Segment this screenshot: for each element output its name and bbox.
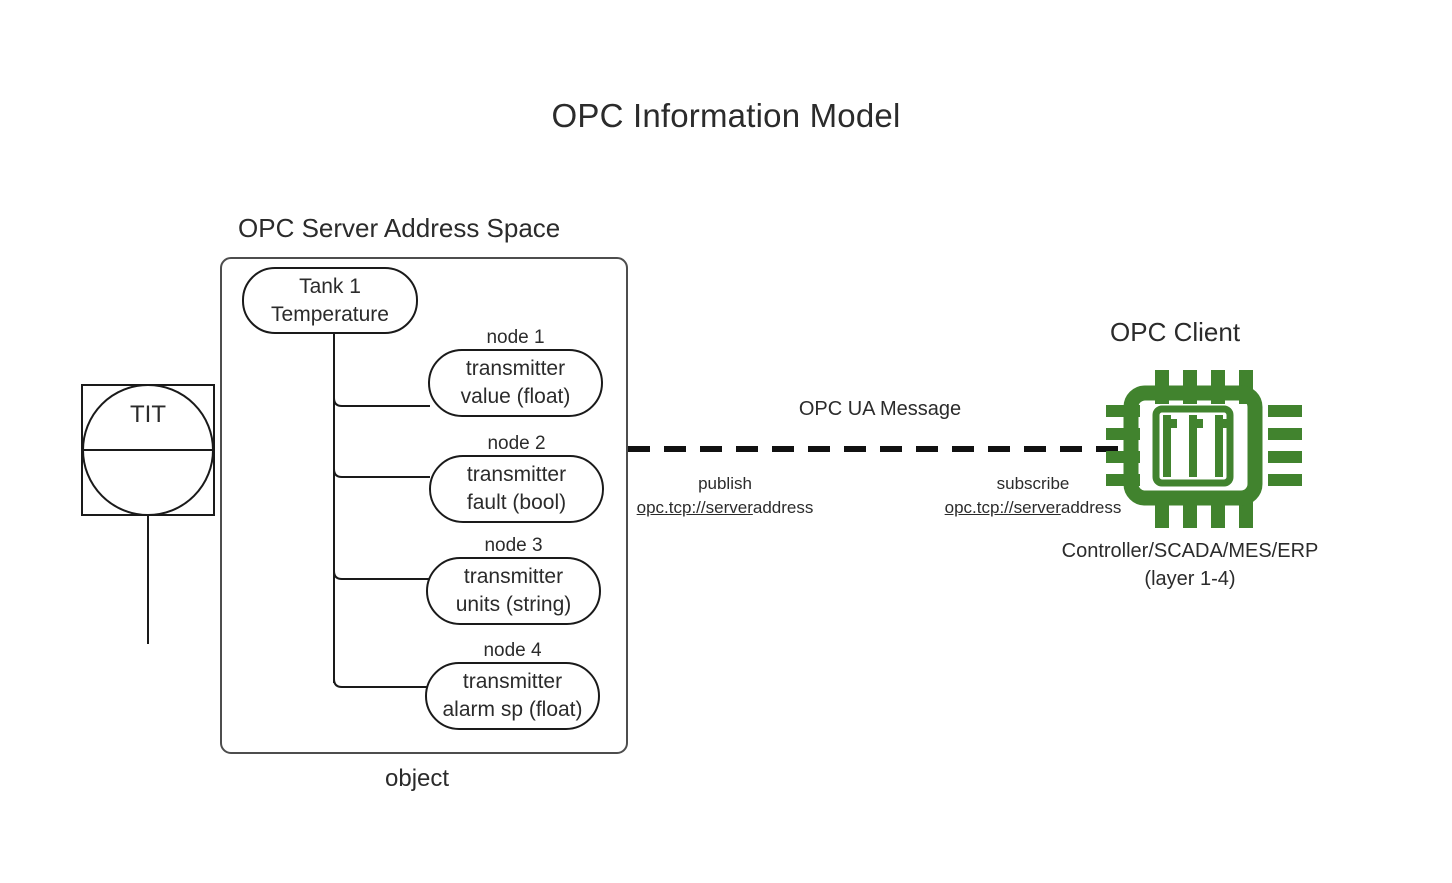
root-object-capsule[interactable]	[242, 267, 418, 334]
node-4-line1: transmitter	[462, 670, 563, 693]
subscribe-endpoint: subscribe opc.tcp://serveraddress	[913, 472, 1153, 520]
root-object-line2: Temperature	[271, 302, 389, 326]
page-title: OPC Information Model	[551, 97, 901, 134]
node-2-line1: transmitter	[466, 463, 567, 486]
publish-address-link[interactable]: opc.tcp://server	[636, 498, 753, 517]
node-3-line2: units (string)	[455, 593, 572, 616]
subscribe-address: opc.tcp://serveraddress	[913, 496, 1153, 520]
tit-transmitter-symbol	[81, 384, 215, 644]
node-capsule-2[interactable]	[429, 455, 604, 523]
node-tag-1: node 1	[486, 327, 545, 348]
node-tag-3: node 3	[484, 535, 543, 556]
opc-client-caption: OPC Client	[1110, 317, 1241, 347]
object-caption: object	[385, 765, 450, 792]
node-tag-4: node 4	[483, 640, 542, 661]
tree-branch-node-1	[333, 397, 430, 407]
publish-verb-label: publish	[698, 474, 752, 493]
root-object-line1: Tank 1	[299, 274, 361, 298]
publish-address-rest: address	[752, 498, 814, 517]
publish-address: opc.tcp://serveraddress	[605, 496, 845, 520]
node-label-3: transmitter units (string)	[427, 558, 600, 624]
opc-client-subtitle: Controller/SCADA/MES/ERP (layer 1-4)	[1010, 537, 1370, 593]
subscribe-verb-label: subscribe	[996, 474, 1070, 493]
node-1-line2: value (float)	[460, 385, 571, 408]
tree-branch-node-2	[333, 468, 430, 478]
node-label-1: transmitter value (float)	[429, 350, 602, 416]
node-capsule-4[interactable]	[425, 662, 600, 730]
node-4-line2: alarm sp (float)	[442, 698, 583, 721]
node-tag-2: node 2	[487, 433, 546, 454]
subscribe-address-link[interactable]: opc.tcp://server	[944, 498, 1061, 517]
node-3-line1: transmitter	[463, 565, 564, 588]
node-tree-connectors	[333, 333, 430, 688]
node-label-2: transmitter fault (bool)	[430, 456, 603, 522]
root-object-label: Tank 1 Temperature	[243, 268, 417, 333]
node-capsule-1[interactable]	[428, 349, 603, 417]
client-sub-line2: (layer 1-4)	[1144, 568, 1236, 590]
client-sub-line1: Controller/SCADA/MES/ERP	[1061, 540, 1319, 562]
node-capsule-3[interactable]	[426, 557, 601, 625]
tree-branch-node-4	[333, 678, 430, 688]
tree-branch-node-3	[333, 570, 430, 580]
server-address-space-caption: OPC Server Address Space	[238, 213, 561, 243]
node-1-line1: transmitter	[465, 357, 566, 380]
subscribe-address-rest: address	[1060, 498, 1122, 517]
opc-ua-message-label: OPC UA Message	[798, 398, 962, 420]
tit-tag-label: TIT	[130, 401, 166, 428]
node-2-line2: fault (bool)	[466, 491, 567, 514]
publish-endpoint: publish opc.tcp://serveraddress	[605, 472, 845, 520]
node-label-4: transmitter alarm sp (float)	[426, 663, 599, 729]
cpu-chip-icon	[1106, 370, 1302, 528]
